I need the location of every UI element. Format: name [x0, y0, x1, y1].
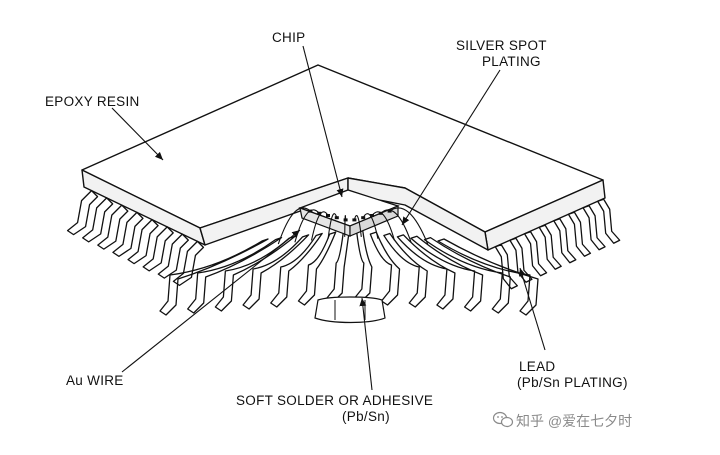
- leads-front: [159, 230, 539, 316]
- lead-pin: [538, 224, 562, 270]
- bond-wire: [277, 207, 311, 245]
- label-soft-solder-line1: SOFT SOLDER OR ADHESIVE: [236, 393, 433, 408]
- wechat-icon: [492, 411, 514, 428]
- inner-lead: [396, 234, 456, 310]
- leader-lines: [111, 45, 546, 391]
- label-lead-line2: (Pb/Sn PLATING): [517, 375, 628, 390]
- lead-pin: [567, 211, 592, 257]
- package-body: [81, 64, 606, 251]
- lead-pin: [157, 233, 189, 279]
- lead-pin: [523, 231, 548, 277]
- leads-left: [66, 189, 205, 287]
- leader-au-wire: [121, 229, 301, 373]
- inner-lead: [187, 236, 283, 314]
- lead-pin: [172, 240, 205, 287]
- watermark-text: 知乎 @爱在七夕时: [516, 413, 632, 429]
- bond-wire: [327, 213, 338, 239]
- bond-wire: [371, 211, 396, 241]
- die-attach-solder: [314, 296, 386, 324]
- bond-wire: [362, 213, 379, 239]
- label-epoxy-resin: EPOXY RESIN: [45, 94, 140, 109]
- lead-pin: [553, 218, 577, 264]
- lead-pin: [582, 205, 606, 251]
- lead-pin: [509, 237, 533, 283]
- bond-wire: [353, 215, 362, 237]
- label-au-wire: Au WIRE: [66, 373, 124, 388]
- lead-pin: [82, 197, 114, 243]
- inner-lead: [214, 235, 296, 312]
- bond-wire: [344, 215, 347, 237]
- bond-wire: [310, 211, 329, 241]
- label-soft-solder-line2: (Pb/Sn): [342, 409, 390, 424]
- inner-lead: [325, 230, 350, 304]
- inner-lead: [242, 234, 310, 310]
- lead-pin: [597, 198, 621, 244]
- leader-chip: [302, 45, 344, 198]
- label-silver-spot-line1: SILVER SPOT: [456, 38, 547, 53]
- label-silver-spot-line2: PLATING: [482, 54, 541, 69]
- labels: CHIP SILVER SPOT PLATING EPOXY RESIN Au …: [45, 30, 628, 424]
- bond-wire: [389, 207, 429, 245]
- leader-soft-solder: [359, 297, 373, 391]
- leader-epoxy: [111, 107, 164, 161]
- lead-pin: [127, 218, 159, 265]
- inner-lead: [353, 230, 373, 304]
- inner-lead: [297, 231, 337, 306]
- inner-lead: [437, 238, 539, 316]
- inner-lead: [270, 232, 323, 308]
- inner-lead: [410, 235, 484, 312]
- bond-wire: [380, 209, 412, 243]
- inner-lead: [159, 238, 269, 316]
- lead-pin: [112, 211, 144, 258]
- lead-pin: [66, 189, 99, 236]
- watermark: 知乎 @爱在七夕时: [492, 411, 632, 429]
- label-chip: CHIP: [272, 30, 305, 45]
- leader-lead: [518, 267, 546, 351]
- lead-pin: [97, 204, 129, 250]
- leads-right: [494, 198, 621, 290]
- inner-lead: [423, 236, 511, 314]
- inner-lead: [383, 232, 428, 308]
- lead-pin: [142, 226, 174, 272]
- inner-lead: [369, 231, 401, 306]
- label-lead-line1: LEAD: [519, 359, 555, 374]
- leader-silver-spot: [401, 69, 501, 226]
- lead-pin: [494, 244, 518, 290]
